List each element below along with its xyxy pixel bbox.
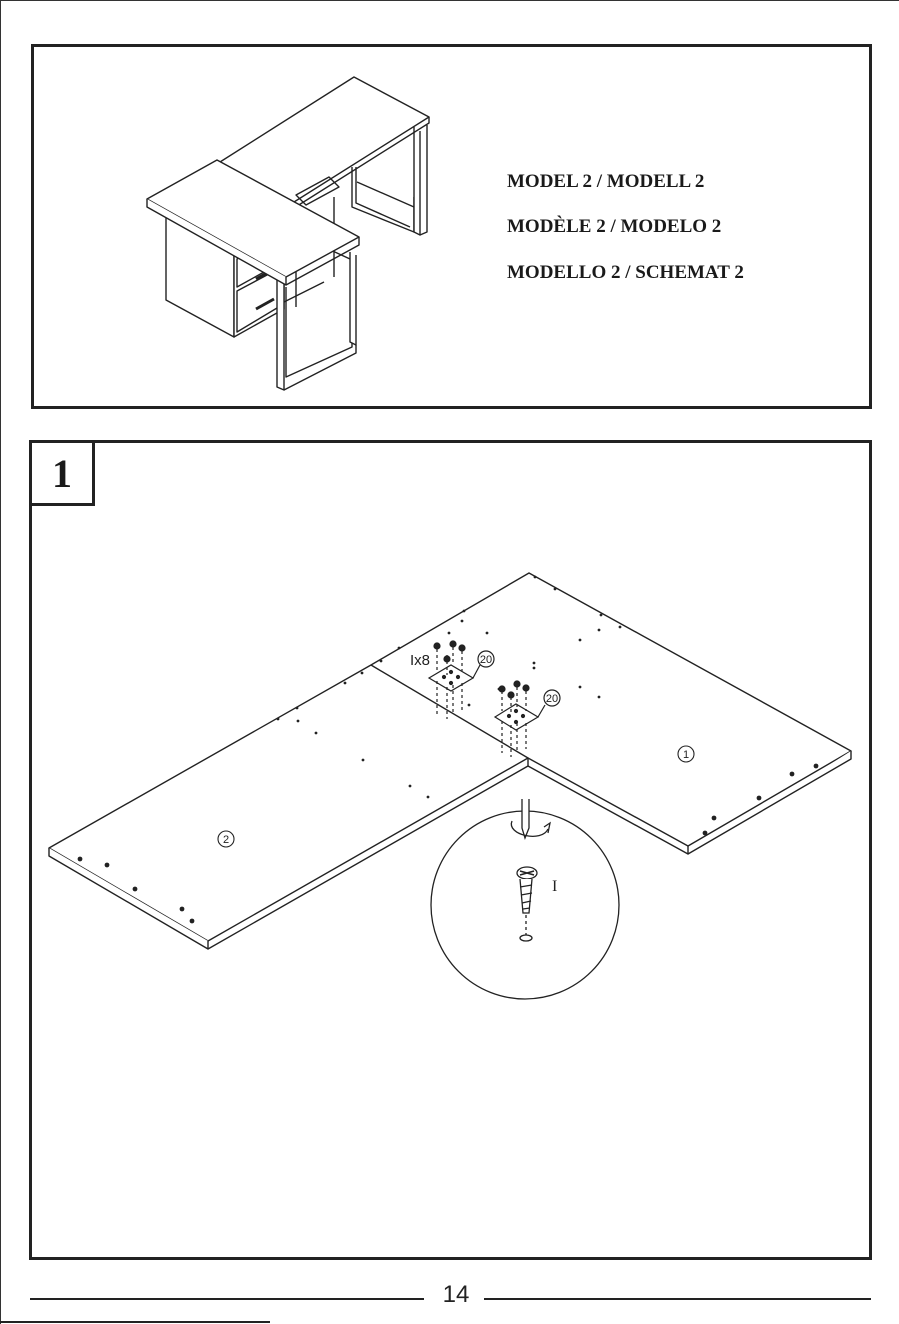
step-illustration: Ix8 20 20 1 2 I — [32, 443, 875, 1263]
screw-label: I — [552, 878, 557, 895]
panel-callout-1: 1 — [683, 749, 689, 761]
model-title-line-1: MODEL 2 / MODELL 2 — [507, 171, 704, 193]
footer-rule-right — [484, 1298, 871, 1300]
model-title-line-3: MODELLO 2 / SCHEMAT 2 — [507, 262, 744, 284]
model-overview-panel: MODEL 2 / MODELL 2 MODÈLE 2 / MODELO 2 M… — [31, 44, 872, 409]
hardware-quantity-label: Ix8 — [410, 652, 430, 669]
desk-illustration — [34, 47, 875, 412]
page-edge-left — [0, 0, 1, 1324]
bracket-callout-1: 20 — [480, 654, 492, 666]
page-edge-top — [0, 0, 899, 1]
footer-rule-left — [30, 1298, 424, 1300]
page-number: 14 — [428, 1281, 484, 1309]
assembly-step-panel: 1 — [29, 440, 872, 1260]
bracket-callout-2: 20 — [546, 693, 558, 705]
footer-bottom-rule — [0, 1321, 270, 1323]
model-title-line-2: MODÈLE 2 / MODELO 2 — [507, 216, 721, 238]
panel-callout-2: 2 — [223, 834, 229, 846]
